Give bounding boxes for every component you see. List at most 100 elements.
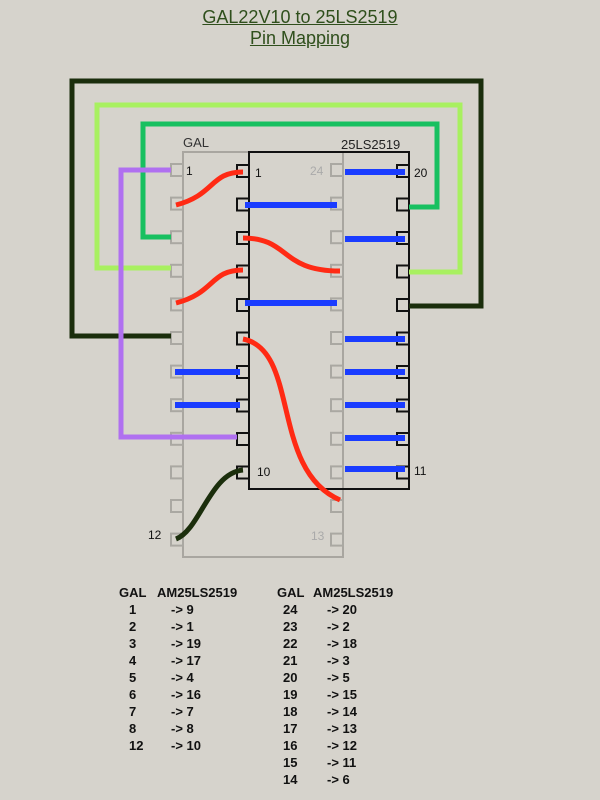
mapping-row: 18 -> 14 [277, 703, 393, 720]
gal-pin-cell: 22 [283, 636, 298, 651]
gal-pin-12-label: 12 [148, 528, 162, 542]
header-gal: GAL [119, 585, 147, 600]
header-am25ls2519: AM25LS2519 [313, 585, 394, 600]
mapping-row: 21 -> 3 [277, 652, 393, 669]
gal-pin-cell: 7 [129, 704, 137, 719]
ls-pin-cell: -> 2 [327, 619, 350, 634]
mapping-row: 16 -> 12 [277, 737, 393, 754]
title-line-1: GAL22V10 to 25LS2519 [202, 7, 398, 27]
wire-red-gal5-ls4 [175, 267, 244, 306]
ls-pin-cell: -> 7 [171, 704, 194, 719]
gal-pin-right-17 [330, 398, 344, 413]
gal-pin-24-label: 24 [310, 164, 324, 178]
mapping-row: 15 -> 11 [277, 754, 393, 771]
ls-pin-cell: -> 20 [327, 602, 357, 617]
ls-pin-right-16 [396, 298, 410, 312]
gal-pin-13-label: 13 [311, 529, 325, 543]
gal-pin-right-19 [330, 331, 344, 345]
gal-pin-cell: 6 [129, 687, 137, 702]
wire-light-green-gal4-ls17 [94, 102, 463, 275]
ls-pin-right-19 [396, 197, 410, 212]
gal-pin-cell: 18 [283, 704, 298, 719]
mapping-row: 14-> 6 [277, 771, 393, 788]
mapping-row: 20-> 5 [277, 669, 393, 686]
gal-pin-right-16 [330, 431, 344, 446]
gal-pin-cell: 15 [283, 755, 298, 770]
gal-pin-left-6 [170, 331, 184, 345]
gal-pin-cell: 14 [283, 772, 298, 787]
wire-dark-green-gal12-ls10 [174, 467, 244, 542]
wire-green-gal3-ls19 [140, 121, 440, 240]
header-am25ls2519: AM25LS2519 [157, 585, 238, 600]
gal-pin-right-18 [330, 364, 344, 379]
ls-pin-cell: -> 14 [327, 704, 357, 719]
gal-pin-left-1 [170, 163, 184, 177]
gal-pin-cell: 2 [129, 619, 137, 634]
ls-pin-cell: -> 12 [327, 738, 357, 753]
wire-red-gal14-ls6 [242, 336, 341, 503]
gal-pin-left-10 [170, 465, 184, 480]
ls-pin-cell: -> 16 [171, 687, 201, 702]
mapping-row: 22-> 18 [277, 635, 393, 652]
gal-pin-cell: 8 [129, 721, 137, 736]
wire-red-gal23-ls2 [242, 235, 341, 274]
mapping-row: 19 -> 15 [277, 686, 393, 703]
gal-pin-left-4 [170, 263, 184, 278]
gal-pin-right-15 [330, 465, 344, 480]
ls-pin-cell: -> 4 [171, 670, 194, 685]
gal-pin-left-11 [170, 499, 184, 513]
gal-pin-left-12 [170, 532, 184, 547]
ls-pin-cell: -> 15 [327, 687, 357, 702]
gal-pin-cell: 19 [283, 687, 298, 702]
ls-pin-cell: -> 10 [171, 738, 201, 753]
gal-pin-cell: 4 [129, 653, 137, 668]
gal-pin-cell: 21 [283, 653, 298, 668]
gal-pin-1-label: 1 [186, 164, 193, 178]
ls-pin-cell: -> 3 [327, 653, 350, 668]
ls-pin-cell: -> 1 [171, 619, 194, 634]
ls-pin-cell: -> 19 [171, 636, 201, 651]
gal-chip-body [182, 151, 344, 558]
gal-pin-left-5 [170, 297, 184, 312]
wire-red-gal2-ls1 [175, 169, 244, 208]
mapping-row: 24-> 20 [277, 601, 393, 618]
gal-pin-cell: 17 [283, 721, 298, 736]
mapping-row: 1-> 9 [119, 601, 237, 618]
title-line-2: Pin Mapping [249, 28, 351, 48]
mapping-row: 5 -> 4 [119, 669, 237, 686]
mapping-row: 23 -> 2 [277, 618, 393, 635]
gal-pin-cell: 16 [283, 738, 298, 753]
header-gal: GAL [277, 585, 305, 600]
mapping-row: 8-> 8 [119, 720, 237, 737]
mapping-row: 2 -> 1 [119, 618, 237, 635]
ls-chip-label: 25LS2519 [341, 137, 400, 152]
ls-pin-cell: -> 11 [327, 755, 357, 770]
ls-pin-left-9 [236, 432, 250, 446]
ls-pin-1-label: 1 [255, 166, 262, 180]
ls-pin-group [236, 164, 410, 480]
ls-pin-10-label: 10 [257, 465, 271, 479]
mapping-row: 17 -> 13 [277, 720, 393, 737]
mapping-row: 6 -> 16 [119, 686, 237, 703]
ls-pin-20-label: 20 [414, 166, 428, 180]
gal-pin-cell: 20 [283, 670, 298, 685]
diagram-title: GAL22V10 to 25LS2519 Pin Mapping [0, 7, 600, 49]
gal-pin-right-22 [330, 230, 344, 245]
gal-pin-cell: 12 [129, 738, 144, 753]
gal-pin-right-13 [330, 532, 344, 547]
ls-pin-11-label: 11 [414, 464, 427, 478]
ls-chip-body [248, 151, 410, 490]
mapping-row: 4-> 17 [119, 652, 237, 669]
wire-purple-gal1-ls9 [118, 167, 237, 440]
gal-pin-right-14 [330, 499, 344, 513]
mapping-row: 3-> 19 [119, 635, 237, 652]
ls-pin-cell: -> 13 [327, 721, 357, 736]
ls-pin-cell: -> 9 [171, 602, 194, 617]
gal-pin-cell: 23 [283, 619, 298, 634]
gal-pin-cell: 5 [129, 670, 137, 685]
mapping-row: 7 -> 7 [119, 703, 237, 720]
gal-pin-right-24 [330, 163, 344, 177]
